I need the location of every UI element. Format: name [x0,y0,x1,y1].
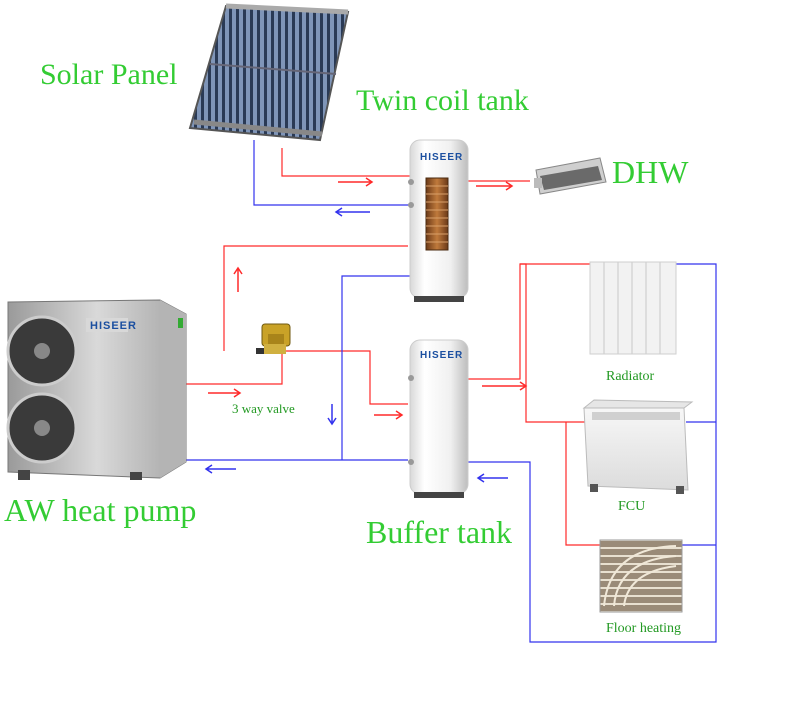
label-twin-coil-tank: Twin coil tank [356,84,529,117]
label-dhw: DHW [612,154,689,190]
label-radiator: Radiator [606,369,655,384]
radiator-icon [589,261,677,355]
valve-to-twin-tank [223,245,408,351]
label-floor-heating: Floor heating [606,621,682,636]
brand-logo-buffer-tank: HISEER [420,350,464,361]
supply-to-floor [565,422,602,546]
buffer-tank-icon [408,339,469,498]
heat-pump-unit-icon [6,299,187,480]
valve-branch-to-buffer [262,350,408,405]
solar-panel-icon [188,3,350,142]
label-aw-heat-pump: AW heat pump [4,492,197,528]
dhw-showerhead-icon [534,157,607,195]
buffer-to-emitters [468,263,590,380]
tank-to-solar-return [253,140,412,206]
brand-logo-twin-tank: HISEER [420,152,464,163]
twin-coil-tank-icon [408,139,469,302]
heatpump-to-valve [158,352,283,385]
supply-pipes [158,148,602,546]
three-way-valve-icon [256,323,291,354]
return-pipes [156,140,717,643]
label-solar-panel: Solar Panel [40,58,178,91]
brand-logo-heat-pump: HISEER [90,320,137,332]
label-fcu: FCU [618,499,646,514]
emitters-return [468,263,717,643]
fcu-icon [582,399,694,494]
supply-to-fcu [520,263,588,423]
label-buffer-tank: Buffer tank [366,514,513,550]
flow-arrows [204,177,528,483]
solar-to-tank-supply [281,148,412,177]
floor-heating-icon [599,539,683,613]
label-three-way-valve: 3 way valve [232,401,295,416]
twin-tank-return [341,275,412,460]
